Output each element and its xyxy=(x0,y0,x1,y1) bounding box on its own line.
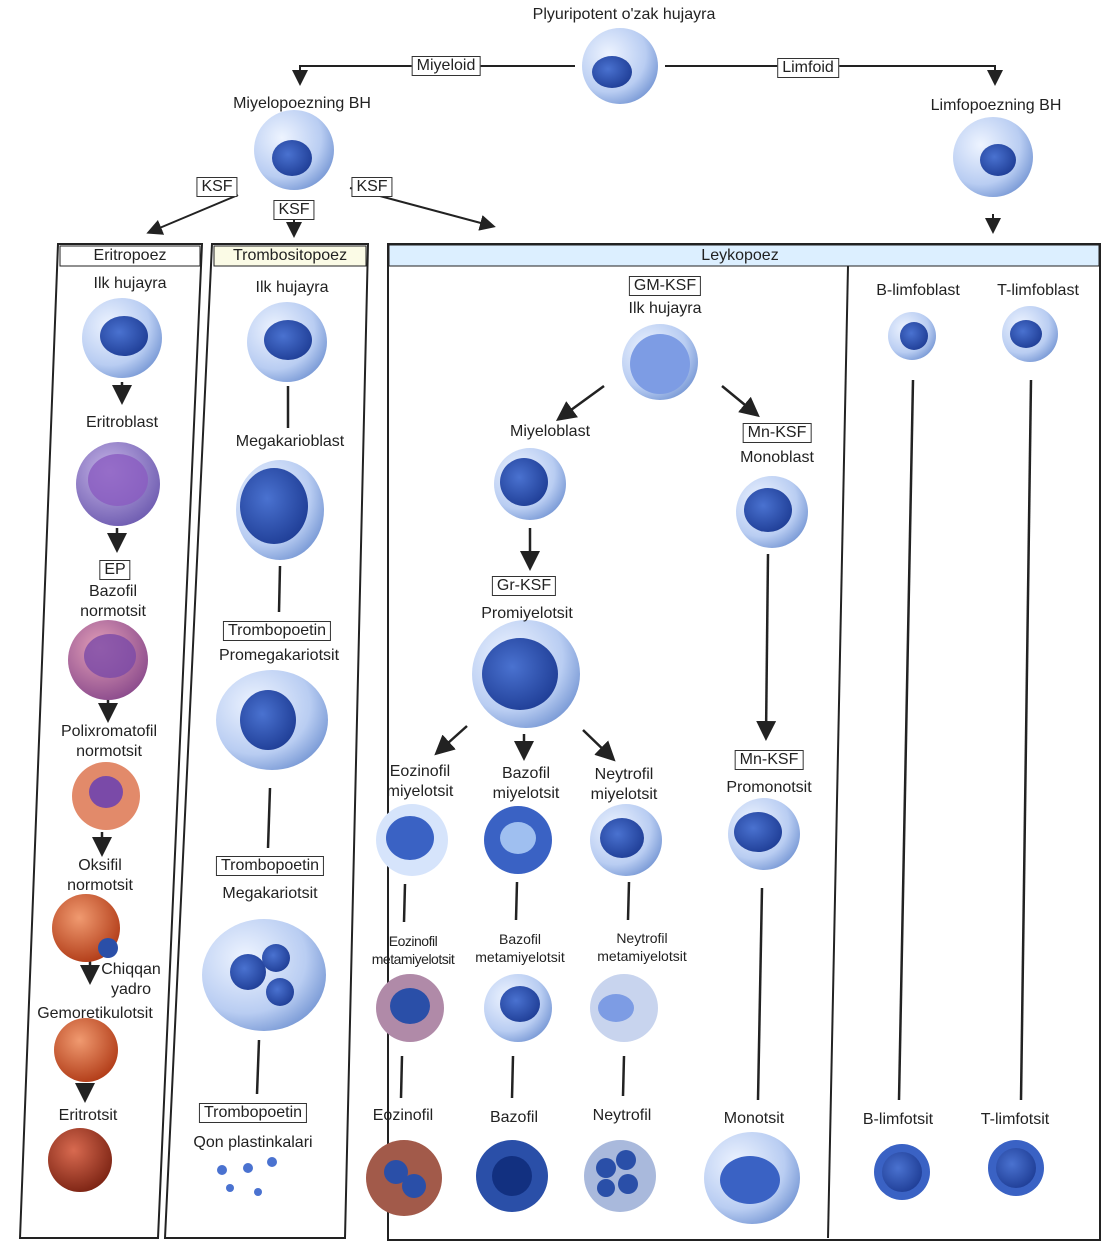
stem-cell xyxy=(582,28,658,104)
neytrofil-metamiyelotsit-cell xyxy=(590,974,658,1042)
promonotsit-cell xyxy=(728,798,800,870)
lymphoid-box: Limfoid xyxy=(777,58,839,78)
ksf-box-right: KSF xyxy=(351,177,393,197)
trombopoetin-box-2: Trombopoetin xyxy=(215,856,325,876)
trombopoetin-box-3: Trombopoetin xyxy=(198,1103,308,1123)
promegakariotsit-label: Promegakariotsit xyxy=(218,647,340,664)
megakarioblast-cell xyxy=(236,460,324,560)
eritrotsit-label: Eritrotsit xyxy=(58,1107,118,1124)
trombo-first-cell xyxy=(247,302,327,382)
b-limfoblast-label: B-limfoblast xyxy=(876,282,960,299)
bazofil-miyelotsit-label: Bazofil miyelotsit xyxy=(492,765,560,802)
promegakariotsit-cell xyxy=(216,670,328,770)
megakarioblast-label: Megakarioblast xyxy=(235,433,345,450)
oksifil-normotsit-cell xyxy=(52,894,120,962)
trombo-first-label: Ilk hujayra xyxy=(255,279,329,296)
panels xyxy=(18,243,1101,1241)
gr-ksf-box: Gr-KSF xyxy=(491,576,557,596)
monotsit-label: Monotsit xyxy=(723,1110,785,1127)
leykopoez-header: Leykopoez xyxy=(701,247,779,264)
bazofil-miyelotsit-cell xyxy=(484,806,552,874)
b-limfotsit-label: B-limfotsit xyxy=(862,1111,934,1128)
eozinofil-miyelotsit-cell xyxy=(376,804,448,876)
lympho-bh-label: Limfopoezning BH xyxy=(930,97,1062,114)
eritropoez-header: Eritropoez xyxy=(93,247,167,264)
leyko-first-cell xyxy=(622,324,698,400)
gm-ksf-box: GM-KSF xyxy=(628,276,702,296)
mn-ksf-box-2: Mn-KSF xyxy=(734,750,804,770)
inner-arrows xyxy=(75,379,1033,1103)
qon-plastinkalari-label: Qon plastinkalari xyxy=(193,1134,313,1151)
eritro-first-cell xyxy=(82,298,162,378)
eozinofil-cell xyxy=(366,1140,442,1216)
megakariotsit-cell xyxy=(202,919,326,1031)
bazofil-cell xyxy=(476,1140,548,1212)
myelo-bh-label: Miyelopoezning BH xyxy=(233,95,371,112)
ksf-box-left: KSF xyxy=(196,177,238,197)
polixromatofil-normotsit-label: Polixromatofil normotsit xyxy=(60,723,158,760)
eritro-header-box xyxy=(59,245,201,267)
monoblast-label: Monoblast xyxy=(740,449,814,466)
bazofil-metamiyelotsit-cell xyxy=(484,974,552,1042)
mn-ksf-box-1: Mn-KSF xyxy=(742,423,812,443)
stem-cell-label: Plyuripotent o'zak hujayra xyxy=(532,6,716,23)
eritrotsit-cell xyxy=(48,1128,112,1192)
neytrofil-metamiyelotsit-label: Neytrofil metamiyelotsit xyxy=(597,930,687,964)
trombositopoez-header: Trombositopoez xyxy=(232,247,348,264)
polixromatofil-normotsit-cell xyxy=(72,762,140,830)
trombo-header-box xyxy=(213,245,367,267)
t-limfoblast-label: T-limfoblast xyxy=(997,282,1079,299)
b-limfoblast-cell xyxy=(888,312,936,360)
bazofil-normotsit-label: Bazofil normotsit xyxy=(80,583,146,620)
t-limfoblast-cell xyxy=(1002,306,1058,362)
bazofil-normotsit-cell xyxy=(68,620,148,700)
t-limfotsit-label: T-limfotsit xyxy=(980,1111,1050,1128)
neytrofil-cell xyxy=(584,1140,656,1212)
miyeloblast-label: Miyeloblast xyxy=(509,423,591,440)
cells xyxy=(48,28,1058,1224)
neytrofil-label: Neytrofil xyxy=(592,1107,652,1124)
eritroblast-cell xyxy=(76,442,160,526)
lympho-bh-cell xyxy=(953,117,1033,197)
eozinofil-metamiyelotsit-cell xyxy=(376,974,444,1042)
chiqqan-yadro-label: Chiqqan yadro xyxy=(101,961,161,998)
t-limfotsit-cell xyxy=(988,1140,1044,1196)
ep-box: EP xyxy=(99,560,131,580)
bazofil-label: Bazofil xyxy=(489,1109,539,1126)
eritro-first-label: Ilk hujayra xyxy=(93,275,167,292)
trombopoetin-box-1: Trombopoetin xyxy=(222,621,332,641)
ksf-box-center: KSF xyxy=(273,200,315,220)
b-limfotsit-cell xyxy=(874,1144,930,1200)
monoblast-cell xyxy=(736,476,808,548)
miyeloblast-cell xyxy=(494,448,566,520)
promiyelotsit-cell xyxy=(472,620,580,728)
eozinofil-miyelotsit-label: Eozinofil miyelotsit xyxy=(386,763,454,800)
leyko-first-label: Ilk hujayra xyxy=(628,300,702,317)
eozinofil-label: Eozinofil xyxy=(372,1107,434,1124)
leyko-header-box xyxy=(388,244,1100,267)
neytrofil-miyelotsit-label: Neytrofil miyelotsit xyxy=(590,766,658,803)
eozinofil-metamiyelotsit-label: Eozinofil metamiyelotsit xyxy=(371,933,455,967)
promiyelotsit-label: Promiyelotsit xyxy=(481,605,573,622)
bazofil-metamiyelotsit-label: Bazofil metamiyelotsit xyxy=(475,931,565,965)
promonotsit-label: Promonotsit xyxy=(726,779,812,796)
megakariotsit-label: Megakariotsit xyxy=(222,885,318,902)
monotsit-cell xyxy=(704,1132,800,1224)
gemoretikulotsit-cell xyxy=(54,1018,118,1082)
gemoretikulotsit-label: Gemoretikulotsit xyxy=(37,1005,153,1022)
myeloid-box: Miyeloid xyxy=(411,56,481,76)
eritroblast-label: Eritroblast xyxy=(85,414,159,431)
myelo-bh-cell xyxy=(254,110,334,190)
oksifil-normotsit-label: Oksifil normotsit xyxy=(67,857,133,894)
neytrofil-miyelotsit-cell xyxy=(590,804,662,876)
qon-plastinkalari xyxy=(217,1157,277,1196)
